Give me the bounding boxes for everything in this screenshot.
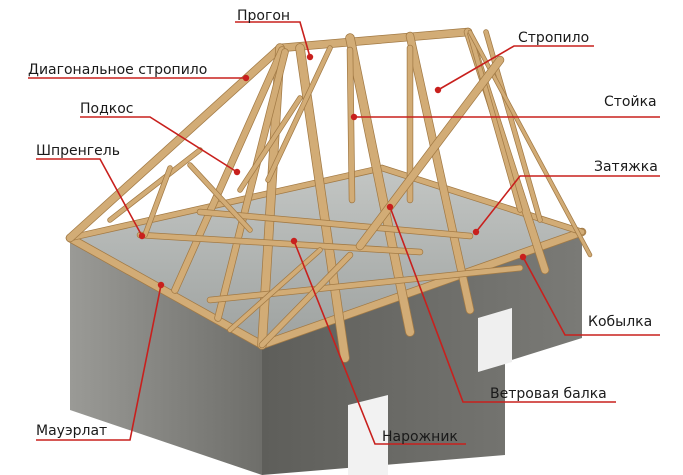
leader-tie-dot xyxy=(472,228,480,236)
truss-3 xyxy=(143,166,172,237)
wind-beam xyxy=(356,56,504,250)
hip-rafter-2 xyxy=(215,49,288,321)
roof-frame xyxy=(65,27,593,363)
leader-jack-rafter xyxy=(522,256,660,336)
tie-2 xyxy=(137,232,423,255)
leader-tie xyxy=(475,175,660,233)
label-post: Стойка xyxy=(604,94,657,110)
label-tie: Затяжка xyxy=(594,159,658,175)
leader-diagonal-rafter-dot xyxy=(242,74,250,82)
leader-truss xyxy=(36,158,143,237)
leader-post-dot xyxy=(350,113,358,121)
tie-3 xyxy=(207,265,523,303)
leader-outrigger-dot xyxy=(290,237,298,245)
tie-1 xyxy=(197,209,473,239)
label-strut: Подкос xyxy=(80,101,134,117)
label-progon: Прогон xyxy=(237,8,291,24)
leader-strut-dot xyxy=(233,168,241,176)
label-rafter: Стропило xyxy=(518,30,590,46)
strut-2 xyxy=(238,96,302,192)
left-wall xyxy=(70,238,262,475)
leader-rafter xyxy=(437,45,594,91)
leader-wind-beam xyxy=(389,206,616,403)
leader-progon-dot xyxy=(306,53,314,61)
rafter-3 xyxy=(406,32,474,314)
label-wind-beam: Ветровая балка xyxy=(490,386,607,402)
outrigger-1 xyxy=(259,252,353,348)
jack-1 xyxy=(468,32,522,212)
leader-progon xyxy=(235,21,311,58)
mauerlat-front-right xyxy=(258,228,586,349)
leader-jack-rafter-dot xyxy=(519,253,527,261)
strut-left xyxy=(266,46,332,182)
label-truss: Шпренгель xyxy=(36,143,120,159)
leader-truss-dot xyxy=(138,232,146,240)
leader-rafter-dot xyxy=(434,86,442,94)
outrigger-2 xyxy=(228,248,322,332)
label-outrigger: Нарожник xyxy=(382,429,458,445)
door-opening xyxy=(348,395,388,475)
leader-mauerlat-dot xyxy=(157,281,165,289)
hip-rafter-1 xyxy=(172,47,285,293)
ridge-purlin xyxy=(276,28,472,52)
label-jack-rafter: Кобылка xyxy=(588,314,653,330)
truss-1 xyxy=(108,148,202,222)
leader-mauerlat xyxy=(36,284,162,441)
post-1 xyxy=(347,47,355,203)
truss-2 xyxy=(188,163,252,232)
leader-wind-beam-dot xyxy=(386,203,394,211)
label-diagonal-rafter: Диагональное стропило xyxy=(28,62,208,78)
leader-outrigger xyxy=(293,240,466,445)
leader-lines xyxy=(28,21,660,445)
window-opening xyxy=(478,308,512,372)
front-wall xyxy=(262,232,582,475)
label-mauerlat: Мауэрлат xyxy=(36,423,108,439)
leader-strut xyxy=(80,116,238,173)
